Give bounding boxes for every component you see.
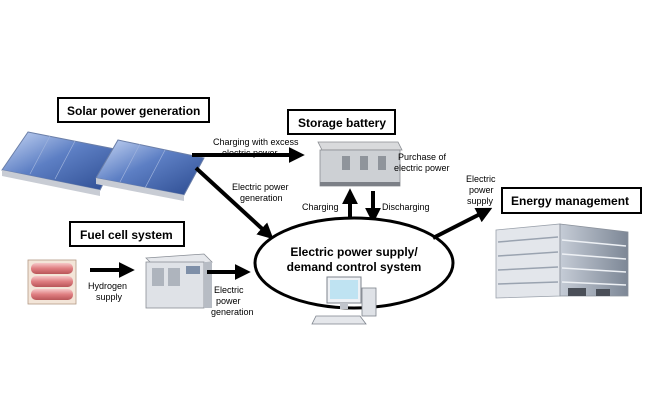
hydrogen-tank-icon	[27, 259, 77, 305]
fuel-cell-section: Fuel cell system	[27, 221, 213, 309]
arrow-to-energy-management	[432, 207, 493, 240]
fuel-cell-unit-icon	[145, 253, 213, 309]
label-fc-power-2: power	[216, 296, 241, 306]
label-purchase-1: Purchase of	[398, 152, 447, 162]
solar-title-box	[57, 97, 210, 123]
office-building-icon	[495, 223, 629, 299]
label-supply-3: supply	[467, 196, 494, 206]
solar-section: Solar power generation	[1, 97, 210, 201]
label-fc-power-1: Electric	[214, 285, 244, 295]
energy-management-section: Energy management	[495, 187, 642, 299]
label-charging-excess-1: Charging with excess	[213, 137, 299, 147]
label-charging: Charging	[302, 202, 339, 212]
solar-panel-icon	[1, 131, 205, 201]
label-supply-1: Electric	[466, 174, 496, 184]
battery-cabinet-icon	[317, 141, 403, 187]
storage-section: Storage battery	[287, 109, 403, 187]
control-system-title-1: Electric power supply/	[290, 245, 418, 259]
computer-icon	[311, 276, 377, 325]
control-system-ellipse	[253, 216, 455, 310]
storage-title-box	[287, 109, 396, 135]
label-discharging: Discharging	[382, 202, 430, 212]
label-fc-power-3: generation	[211, 307, 254, 317]
label-hydrogen-1: Hydrogen	[88, 281, 127, 291]
label-electric-power-gen-1: Electric power	[232, 182, 289, 192]
label-supply-2: power	[469, 185, 494, 195]
arrow-solar-to-center	[194, 166, 274, 240]
label-charging-excess-2: electric power	[222, 148, 278, 158]
label-electric-power-gen-2: generation	[240, 193, 283, 203]
energy-mgmt-title: Energy management	[511, 194, 629, 208]
fuel-cell-title: Fuel cell system	[80, 228, 173, 242]
storage-title: Storage battery	[298, 116, 386, 130]
label-purchase-2: electric power	[394, 163, 450, 173]
fuel-cell-title-box	[69, 221, 185, 247]
energy-mgmt-title-box	[501, 187, 642, 214]
label-hydrogen-2: supply	[96, 292, 123, 302]
solar-title: Solar power generation	[67, 104, 200, 118]
control-system-title-2: demand control system	[287, 260, 422, 274]
